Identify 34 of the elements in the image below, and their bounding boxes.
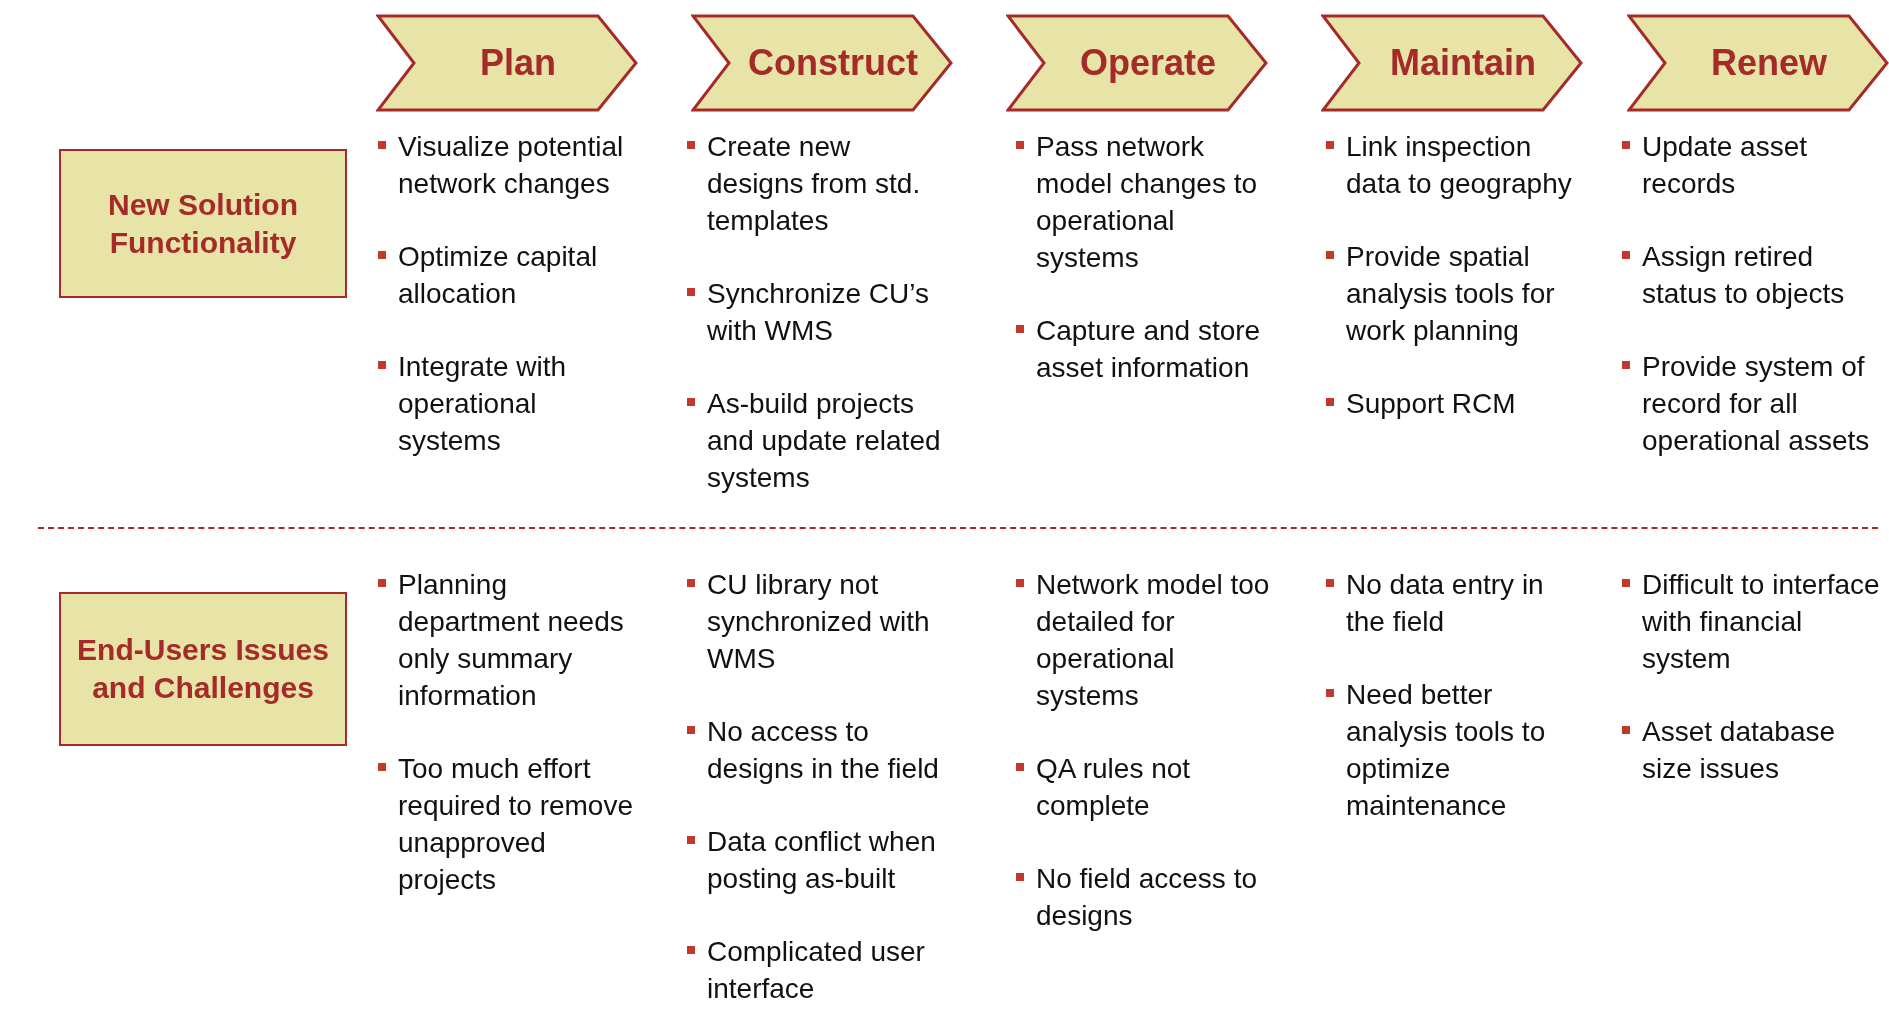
- bullet-text: Visualize potential network changes: [378, 128, 638, 202]
- bullet-text: Synchronize CU’s with WMS: [687, 275, 947, 349]
- chevron-step: Renew: [1627, 14, 1889, 112]
- bullet-text: No data entry in the field: [1326, 566, 1586, 640]
- bullet-text: Assign retired status to objects: [1622, 238, 1882, 312]
- bullet-text: Complicated user interface: [687, 933, 947, 1007]
- bullet-text: Support RCM: [1326, 385, 1586, 422]
- bullet-text: Integrate with operational systems: [378, 348, 638, 459]
- bullet-text: Provide system of record for all operational assets: [1622, 348, 1882, 459]
- bullet-text: No field access to designs: [1016, 860, 1276, 934]
- bullet-text: Too much effort required to remove unapproved projects: [378, 750, 638, 898]
- bullet-text: As-build projects and update related systems: [687, 385, 947, 496]
- bullet-text: Network model too detailed for operational systems: [1016, 566, 1276, 714]
- bullet-text: Asset database size issues: [1622, 713, 1882, 787]
- bullet-text: Create new designs from std. templates: [687, 128, 947, 239]
- bullet-text: CU library not synchronized with WMS: [687, 566, 947, 677]
- row-header-box: End-Users Issues and Challenges: [59, 592, 347, 746]
- bullet-text: Provide spatial analysis tools for work planning: [1326, 238, 1586, 349]
- chevron-step: Construct: [691, 14, 953, 112]
- bullet-text: Data conflict when posting as-built: [687, 823, 947, 897]
- bullet-text: Need better analysis tools to optimize maintenance: [1326, 676, 1586, 824]
- bullet-text: Planning department needs only summary information: [378, 566, 638, 714]
- bullet-text: Optimize capital allocation: [378, 238, 638, 312]
- bullet-text: Capture and store asset information: [1016, 312, 1276, 386]
- bullet-text: QA rules not complete: [1016, 750, 1276, 824]
- bullet-text: Pass network model changes to operational systems: [1016, 128, 1276, 276]
- chevron-step: Maintain: [1321, 14, 1583, 112]
- chevron-step: Plan: [376, 14, 638, 112]
- row-header-box: New Solution Functionality: [59, 149, 347, 298]
- bullet-text: Difficult to interface with financial system: [1622, 566, 1882, 677]
- bullet-text: Link inspection data to geography: [1326, 128, 1586, 202]
- bullet-text: Update asset records: [1622, 128, 1882, 202]
- chevron-step: Operate: [1006, 14, 1268, 112]
- bullet-text: No access to designs in the field: [687, 713, 947, 787]
